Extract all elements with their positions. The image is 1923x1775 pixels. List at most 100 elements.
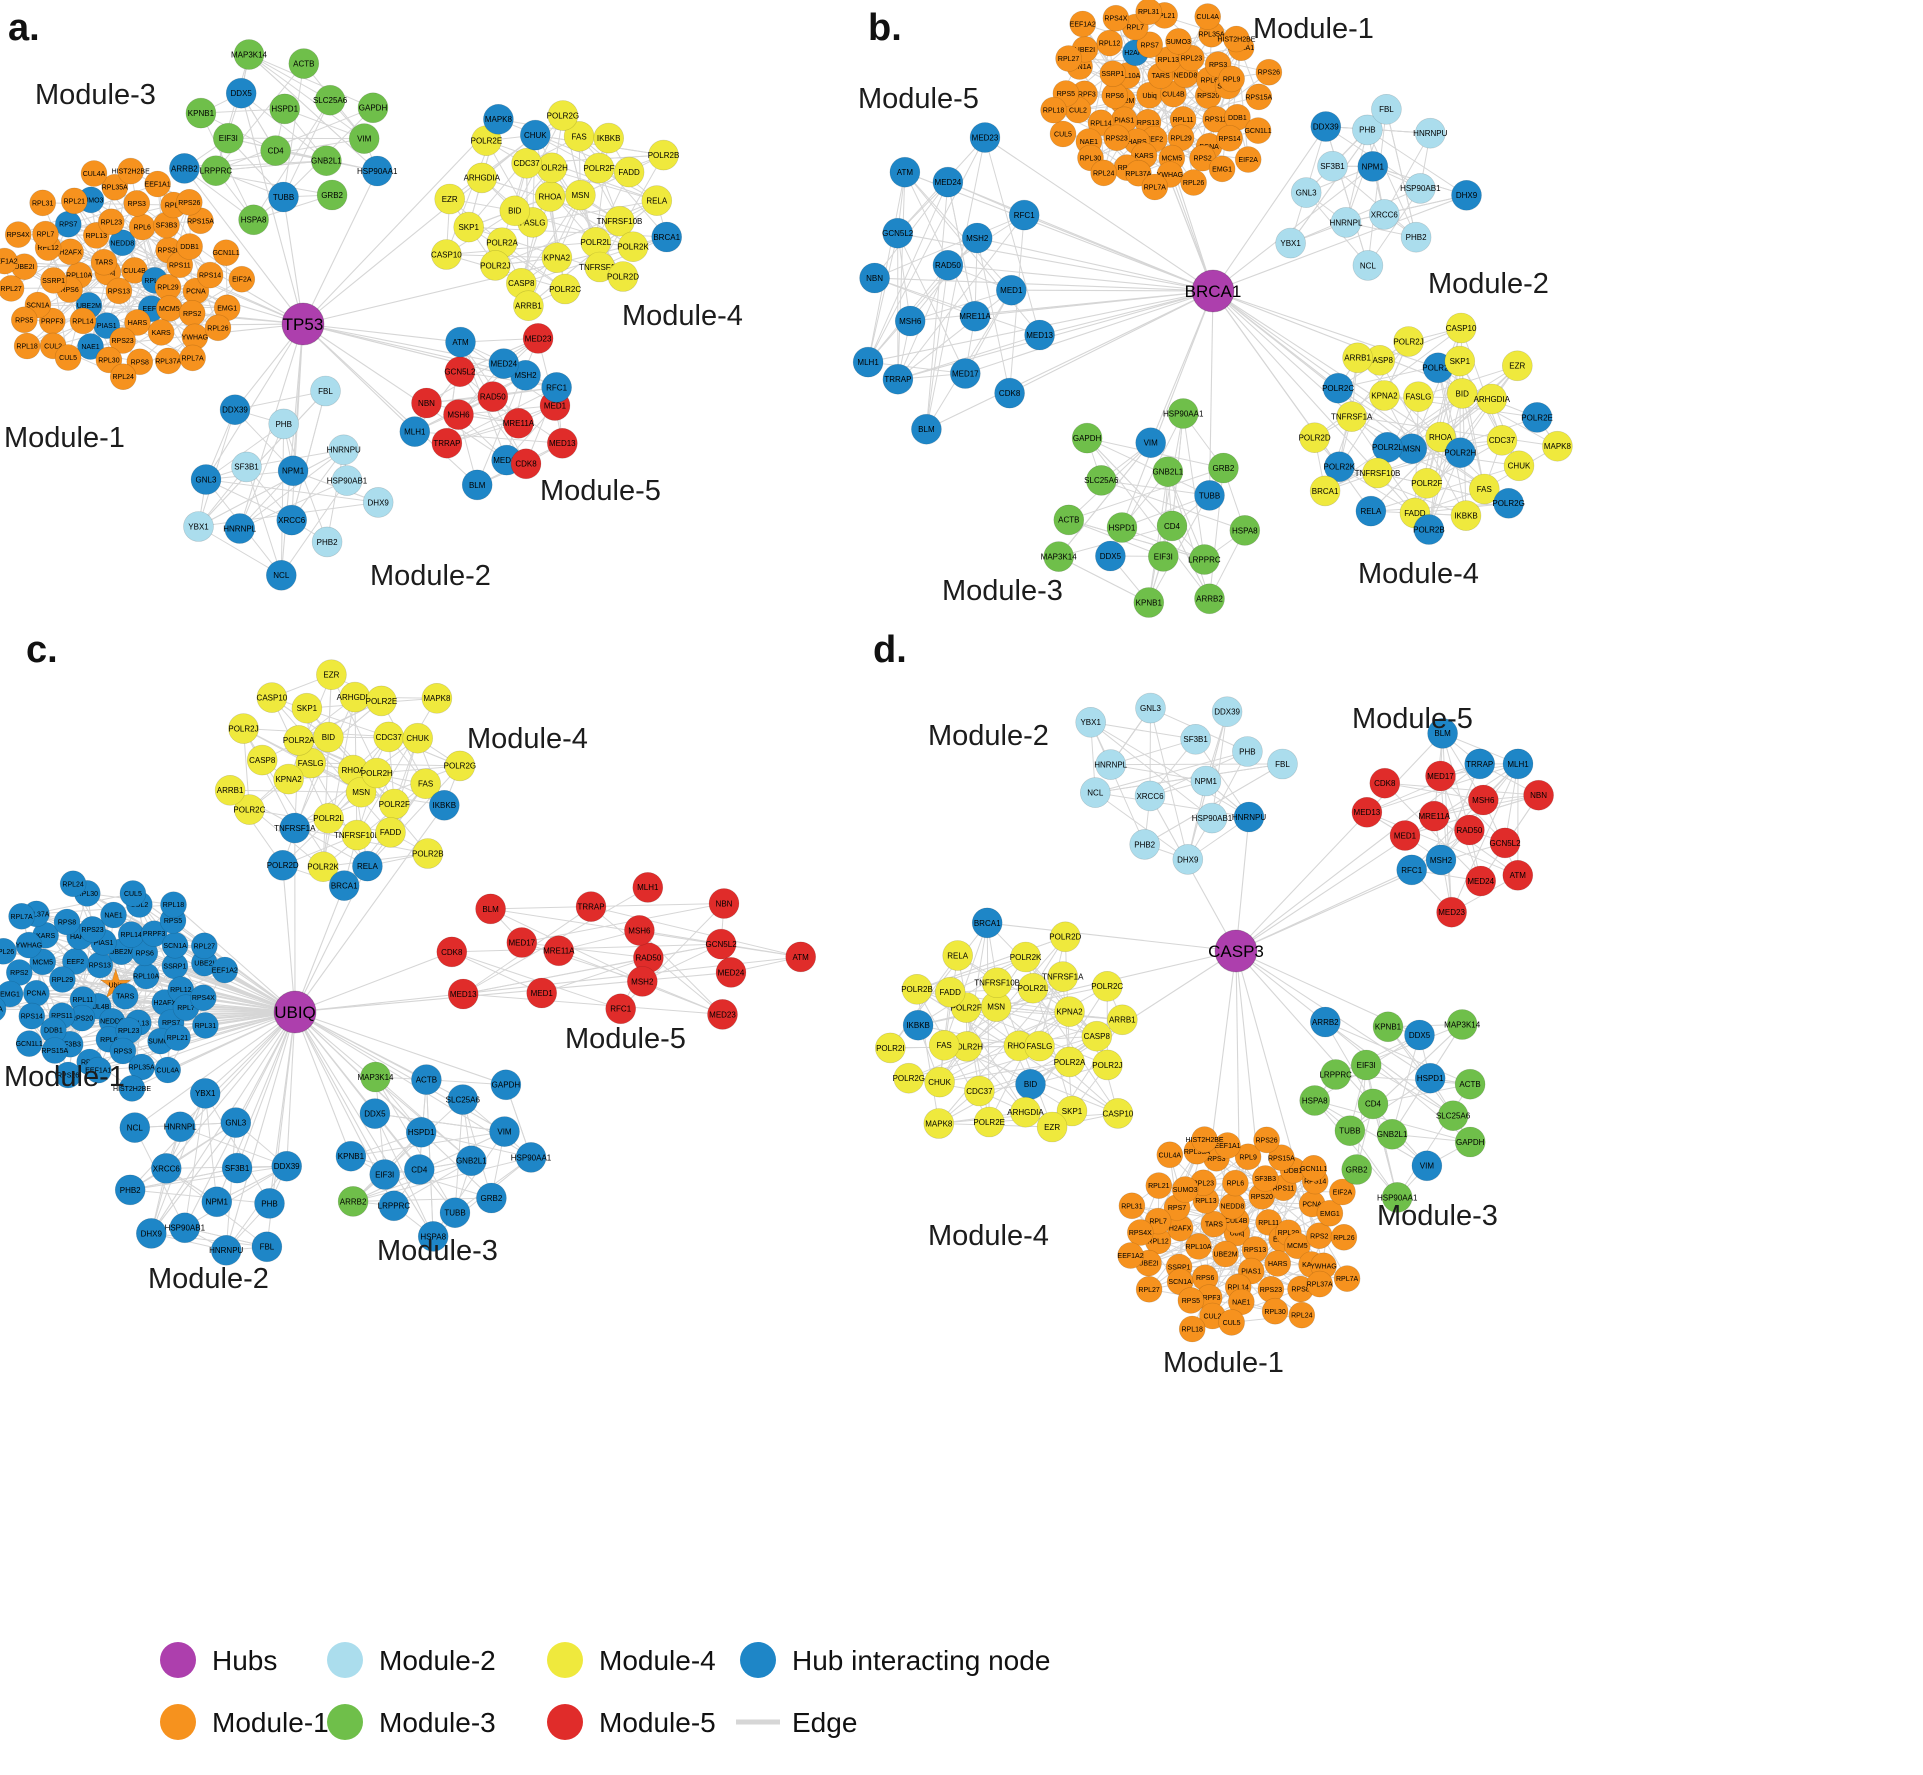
panel-a: CD4HSPD1GNB2L1EIF3ISLC25A6TUBBDDX5VIMLRP…: [0, 7, 743, 592]
node-msh2: [626, 966, 658, 997]
node-eif3i: [369, 1159, 401, 1190]
hub-edge: [926, 290, 1214, 430]
edge: [1068, 467, 1224, 521]
edge: [1366, 129, 1417, 238]
node-label: EEF1A2: [0, 259, 18, 266]
edge: [458, 405, 556, 416]
node-cul4a: [154, 1056, 181, 1084]
edge: [939, 1061, 1070, 1083]
edge: [451, 951, 542, 994]
node-label: PHB2: [120, 1186, 141, 1195]
node-mre11a: [1418, 800, 1450, 832]
hub-label: UBIQ: [274, 1003, 316, 1022]
edge: [283, 423, 328, 543]
node-label: RPL26: [207, 325, 229, 332]
edge: [1086, 437, 1205, 560]
node-label: RPL9: [1223, 77, 1241, 84]
node-label: POLR2K: [307, 863, 339, 872]
module-label-module-4-c: Module-4: [467, 723, 588, 755]
node-label: RPL37A: [1307, 1282, 1333, 1289]
node-polr2d: [607, 261, 639, 292]
node-gcn1l1: [1300, 1155, 1327, 1182]
node-label: RPS20: [158, 248, 180, 255]
panel-d: NPM1XRCC6SF3B1HSP90AB1HNRNPLPHBPHB2GNL3H…: [873, 629, 1554, 1379]
node-eif2a: [1329, 1178, 1356, 1206]
node-label: NPM1: [1195, 777, 1218, 786]
node-label: RPL11: [1258, 1220, 1279, 1227]
node-label: CASP8: [508, 279, 535, 288]
node-label: KPNB1: [188, 109, 215, 118]
node-label: MED17: [508, 938, 535, 947]
node-rpl24: [1090, 159, 1117, 187]
edge: [1332, 165, 1417, 238]
node-label: RPL7: [37, 232, 55, 239]
node-label: MED24: [935, 178, 962, 187]
node-label: BLM: [1434, 729, 1451, 738]
node-mlh1: [852, 346, 884, 378]
edge: [947, 182, 976, 317]
node-kpna2: [541, 242, 573, 274]
node-label: RPL35A: [1198, 32, 1224, 39]
node-label: EEF1A1: [85, 1068, 111, 1075]
node-label: SLC25A6: [446, 1096, 481, 1105]
node-blm: [911, 413, 942, 445]
node-label: DDB1: [1284, 1168, 1303, 1175]
node-label: BRCA1: [331, 882, 358, 891]
node-phb: [1352, 114, 1383, 146]
edge: [897, 334, 1040, 380]
node-arrb2: [1194, 583, 1225, 615]
node-tnfrsf1a: [279, 812, 311, 844]
node-label: YWHAG: [16, 943, 42, 950]
node-atm: [785, 941, 817, 973]
node-label: VIM: [497, 1128, 512, 1137]
node-rpl18: [1178, 1315, 1206, 1343]
legend-swatch-interacting-icon: [740, 1642, 776, 1678]
node-label: KPNB1: [338, 1152, 365, 1161]
edge: [239, 449, 345, 529]
node-rpl7a: [1333, 1265, 1361, 1292]
node-label: DDX39: [1214, 708, 1240, 717]
edge: [198, 409, 236, 527]
edge: [1433, 815, 1519, 876]
node-polr2j: [228, 713, 259, 744]
node-polr2c: [549, 273, 581, 305]
node-cul5: [1049, 120, 1077, 148]
node-label: DDX5: [364, 1110, 386, 1119]
edge: [917, 985, 1108, 1026]
node-label: FASLG: [298, 759, 324, 768]
hub-edge: [294, 1011, 434, 1237]
edge: [867, 137, 986, 363]
node-dhx9: [1172, 844, 1204, 875]
node-mapk8: [421, 682, 453, 714]
node-casp10: [1102, 1098, 1134, 1129]
node-label: EIF2A: [0, 1007, 3, 1014]
edge: [352, 1156, 532, 1202]
node-cul4a: [80, 160, 108, 187]
node-label: HSP90AA1: [1377, 1193, 1418, 1202]
hub-edge: [302, 170, 378, 325]
node-label: IKBKB: [597, 134, 621, 143]
node-rps23: [1103, 124, 1130, 152]
node-label: GAPDH: [1456, 1138, 1485, 1147]
node-label: EZR: [323, 671, 339, 680]
node-label: MED24: [1467, 877, 1494, 886]
node-label: CUL4B: [123, 268, 146, 275]
edge: [1384, 782, 1539, 796]
edge: [184, 1093, 206, 1228]
node-label: SLC25A6: [1436, 1112, 1471, 1121]
node-label: MED17: [1427, 772, 1454, 781]
node-label: RPL10A: [1114, 73, 1140, 80]
edge: [248, 54, 365, 140]
node-label: PCNA: [1302, 1202, 1322, 1209]
edge: [239, 423, 285, 529]
node-sf3b3: [1252, 1165, 1279, 1192]
legend: HubsModule-1Module-2Module-3Module-4Modu…: [160, 1642, 1050, 1740]
node-label: FAS: [418, 780, 433, 789]
edge: [1428, 393, 1463, 530]
node-label: POLR2H: [1444, 449, 1476, 458]
edge: [966, 922, 988, 1047]
node-label: DHX9: [1456, 191, 1478, 200]
node-label: TRRAP: [577, 903, 604, 912]
node-label: RPL27: [0, 286, 22, 293]
node-label: Ubiq: [1230, 1230, 1245, 1237]
